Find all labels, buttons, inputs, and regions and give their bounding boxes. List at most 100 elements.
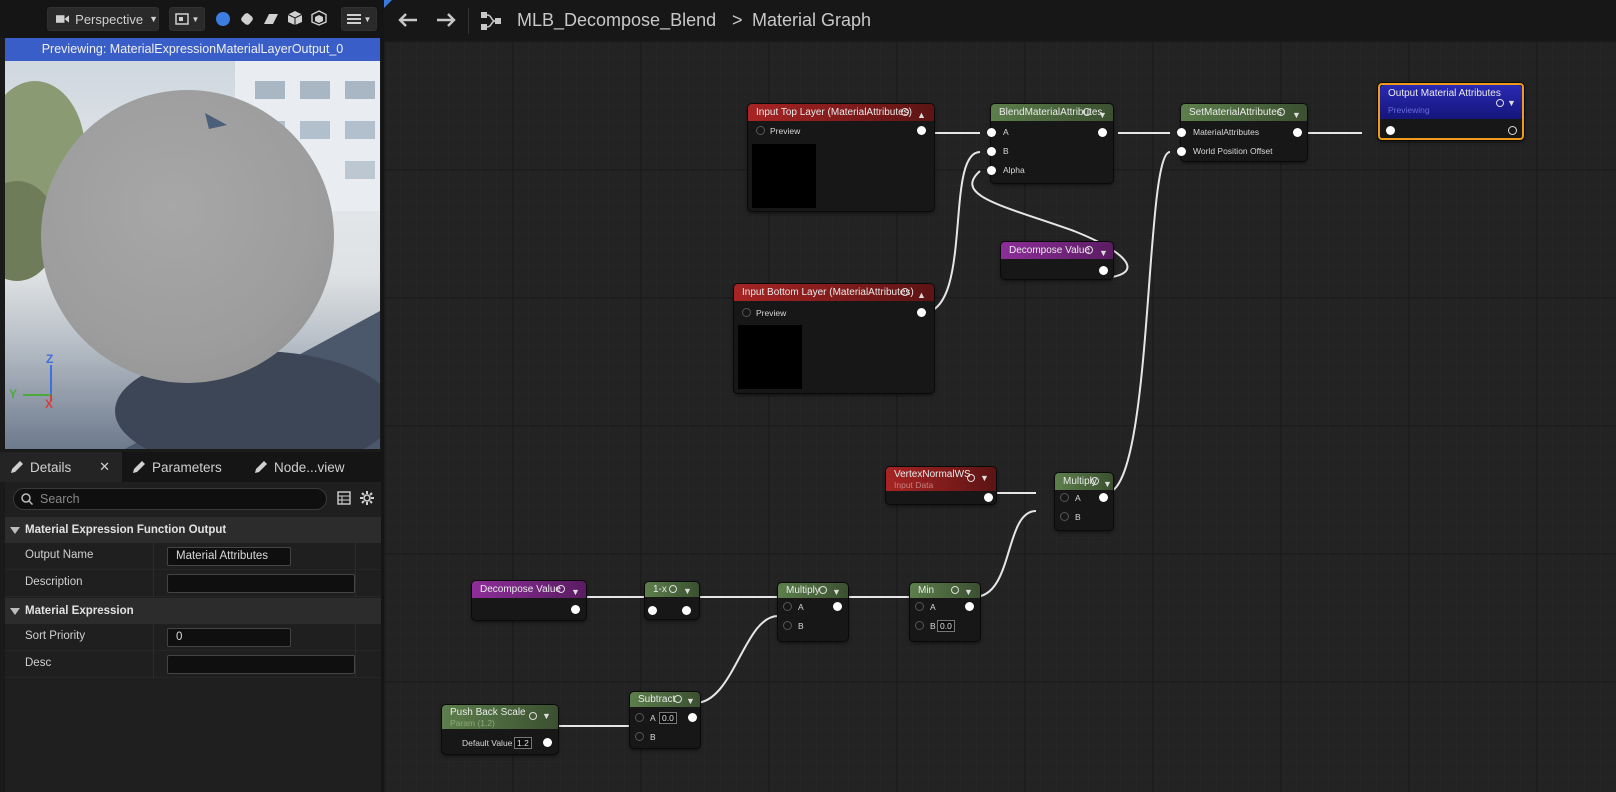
table-view-icon[interactable] — [337, 491, 351, 505]
pin-output[interactable] — [917, 308, 926, 317]
pin-output[interactable] — [917, 126, 926, 135]
chevron-down-icon[interactable]: ▼ — [1292, 110, 1301, 120]
preview-viewport[interactable]: Z Y X — [5, 61, 380, 449]
node-multiply-top[interactable]: Multiply ▼ A B — [1055, 473, 1113, 530]
preview-toggle-icon[interactable] — [557, 585, 565, 593]
default-value-field[interactable]: 1.2 — [514, 737, 532, 749]
node-decompose-value-bottom[interactable]: Decompose Value ▼ — [472, 581, 586, 620]
pin-output[interactable] — [984, 493, 993, 502]
back-arrow-icon[interactable] — [398, 12, 418, 28]
node-decompose-value-top[interactable]: Decompose Value ▼ — [1001, 242, 1113, 279]
preview-toggle-icon[interactable] — [967, 474, 975, 482]
pin-output[interactable] — [1099, 266, 1108, 275]
pin-input-a[interactable] — [915, 602, 924, 611]
pin-input-b[interactable] — [1060, 512, 1069, 521]
node-blend-material-attributes[interactable]: BlendMaterialAttributes ▼ A B Alpha — [987, 104, 1113, 183]
preview-toggle-icon[interactable] — [1083, 108, 1091, 116]
node-subtract[interactable]: Subtract ▼ A 0.0 B — [630, 692, 700, 748]
gear-icon[interactable] — [359, 490, 375, 506]
chevron-down-icon[interactable]: ▼ — [980, 473, 989, 483]
cylinder-preview-icon[interactable] — [239, 11, 255, 27]
pin-input-b[interactable] — [635, 732, 644, 741]
preview-toggle-icon[interactable] — [951, 586, 959, 594]
pin-output[interactable] — [833, 602, 842, 611]
breadcrumb-asset[interactable]: MLB_Decompose_Blend — [517, 10, 717, 30]
node-one-minus[interactable]: 1-x ▼ — [645, 582, 699, 619]
pin-input-b[interactable] — [915, 621, 924, 630]
chevron-down-icon[interactable]: ▼ — [1099, 248, 1108, 258]
pin-input-a[interactable] — [987, 128, 996, 137]
tab-details[interactable]: Details ✕ — [0, 452, 122, 482]
pin-output[interactable] — [1508, 126, 1517, 135]
pin-input-material-attributes[interactable] — [1177, 128, 1186, 137]
pin-output[interactable] — [543, 738, 552, 747]
pin-input-a[interactable] — [635, 713, 644, 722]
pin-input-b[interactable] — [783, 621, 792, 630]
pin-input[interactable] — [1386, 126, 1395, 135]
cube-preview-icon[interactable] — [287, 10, 303, 26]
node-set-material-attributes[interactable]: SetMaterialAttributes ▼ MaterialAttribut… — [1177, 104, 1307, 161]
close-icon[interactable]: ✕ — [99, 459, 110, 474]
tab-parameters[interactable]: Parameters — [122, 452, 244, 482]
pin-input-a[interactable] — [783, 602, 792, 611]
pin-preview-input[interactable] — [756, 126, 765, 135]
category-material-expression[interactable]: Material Expression — [5, 598, 381, 624]
chevron-down-icon[interactable]: ▼ — [571, 587, 580, 597]
node-push-back-scale[interactable]: Push Back Scale Param (1.2) ▼ Default Va… — [442, 705, 558, 754]
preview-toggle-icon[interactable] — [674, 695, 682, 703]
plane-preview-icon[interactable] — [262, 11, 280, 27]
chevron-down-icon[interactable]: ▼ — [1098, 110, 1107, 120]
subtract-a-value-field[interactable]: 0.0 — [659, 712, 677, 724]
viewport-options-menu[interactable]: ▼ — [341, 7, 377, 31]
search-input[interactable]: Search — [13, 488, 327, 510]
sort-priority-field[interactable]: 0 — [167, 628, 291, 647]
node-input-bottom-layer[interactable]: Input Bottom Layer (MaterialAttributes) … — [734, 284, 934, 393]
chevron-down-icon[interactable]: ▼ — [1507, 98, 1516, 108]
tab-node-preview[interactable]: Node...view — [244, 452, 374, 482]
preview-toggle-icon[interactable] — [901, 108, 909, 116]
preview-toggle-icon[interactable] — [901, 288, 909, 296]
pin-preview-input[interactable] — [742, 308, 751, 317]
node-output-material-attributes[interactable]: Output Material Attributes Previewing ▼ — [1378, 83, 1524, 140]
chevron-up-icon[interactable]: ▲ — [917, 290, 926, 300]
view-mode-dropdown[interactable]: ▼ — [169, 7, 205, 31]
pin-output[interactable] — [1293, 128, 1302, 137]
chevron-down-icon[interactable]: ▼ — [686, 696, 695, 706]
preview-toggle-icon[interactable] — [669, 585, 677, 593]
category-function-output[interactable]: Material Expression Function Output — [5, 517, 381, 543]
perspective-dropdown[interactable]: Perspective ▼ — [47, 7, 159, 31]
chevron-down-icon[interactable]: ▼ — [1103, 479, 1112, 489]
description-field[interactable] — [167, 574, 355, 593]
desc-field[interactable] — [167, 655, 355, 674]
node-input-top-layer[interactable]: Input Top Layer (MaterialAttributes) ▲ P… — [748, 104, 934, 211]
pin-input[interactable] — [648, 606, 657, 615]
breadcrumb-graph[interactable]: Material Graph — [752, 10, 872, 30]
preview-toggle-icon[interactable] — [1496, 99, 1504, 107]
pin-input-b[interactable] — [987, 147, 996, 156]
preview-toggle-icon[interactable] — [819, 586, 827, 594]
sphere-preview-icon[interactable] — [216, 12, 230, 26]
pin-output[interactable] — [1098, 128, 1107, 137]
custom-mesh-preview-icon[interactable] — [311, 10, 327, 26]
preview-toggle-icon[interactable] — [1091, 477, 1099, 485]
min-b-value-field[interactable]: 0.0 — [937, 620, 955, 632]
chevron-down-icon[interactable]: ▼ — [542, 711, 551, 721]
preview-toggle-icon[interactable] — [1277, 108, 1285, 116]
chevron-down-icon[interactable]: ▼ — [832, 587, 841, 597]
forward-arrow-icon[interactable] — [436, 12, 456, 28]
pin-output[interactable] — [1099, 493, 1108, 502]
node-min[interactable]: Min ▼ A B 0.0 — [910, 583, 980, 641]
preview-toggle-icon[interactable] — [529, 712, 537, 720]
node-vertex-normal-ws[interactable]: VertexNormalWS Input Data ▼ — [886, 467, 996, 504]
chevron-down-icon[interactable]: ▼ — [683, 586, 692, 596]
output-name-field[interactable]: Material Attributes — [167, 547, 291, 566]
pin-input-a[interactable] — [1060, 493, 1069, 502]
preview-toggle-icon[interactable] — [1085, 246, 1093, 254]
chevron-down-icon[interactable]: ▼ — [964, 587, 973, 597]
pin-output[interactable] — [571, 605, 580, 614]
material-graph-canvas[interactable]: Input Top Layer (MaterialAttributes) ▲ P… — [384, 41, 1616, 792]
chevron-up-icon[interactable]: ▲ — [917, 110, 926, 120]
pin-output[interactable] — [965, 602, 974, 611]
pin-output[interactable] — [682, 606, 691, 615]
node-multiply-bottom[interactable]: Multiply ▼ A B — [778, 583, 848, 641]
